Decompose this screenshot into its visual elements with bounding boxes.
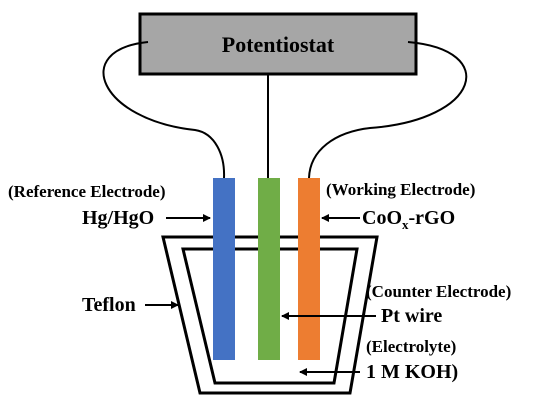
- working-electrode-role: (Working Electrode): [326, 180, 475, 199]
- counter-electrode: [258, 178, 280, 360]
- electrolyte-name: 1 M KOH): [366, 361, 458, 383]
- reference-electrode: [213, 178, 235, 360]
- teflon-label: Teflon: [82, 294, 136, 316]
- working-electrode: [298, 178, 320, 360]
- counter-electrode-material: Pt wire: [381, 305, 442, 327]
- working-electrode-material: CoOx-rGO: [362, 207, 455, 232]
- reference-electrode-material: Hg/HgO: [82, 207, 154, 229]
- electrolyte-role: (Electrolyte): [366, 337, 456, 356]
- wire-working: [308, 41, 468, 179]
- reference-electrode-role: (Reference Electrode): [8, 182, 165, 201]
- potentiostat-label: Potentiostat: [222, 32, 335, 57]
- wire-reference: [102, 41, 226, 179]
- counter-electrode-role: (Counter Electrode): [366, 282, 511, 301]
